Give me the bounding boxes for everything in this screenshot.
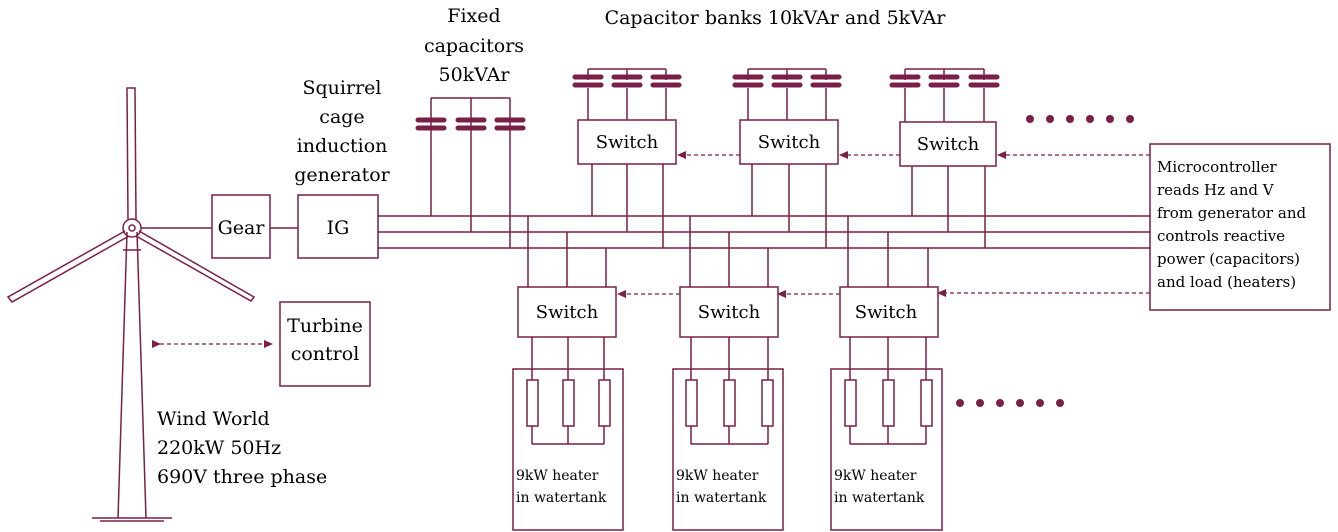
generator-description: Squirrel cage induction generator <box>294 77 390 186</box>
capacitor-switch-3 <box>899 121 997 167</box>
svg-text:Turbine: Turbine <box>287 315 363 337</box>
fixed-capacitors: Fixed capacitors 50kVAr <box>415 5 526 248</box>
capacitor-banks-title: Capacitor banks 10kVAr and 5kVAr <box>605 7 947 29</box>
capacitor-bank-2: Switch <box>732 68 842 248</box>
svg-text:9kW heater: 9kW heater <box>516 468 599 484</box>
svg-text:induction: induction <box>297 135 388 157</box>
svg-text:9kW heater: 9kW heater <box>834 468 917 484</box>
svg-text:control: control <box>291 343 360 365</box>
more-capacitor-banks-dots <box>1026 115 1134 123</box>
svg-text:Switch: Switch <box>698 302 761 323</box>
svg-text:Switch: Switch <box>758 132 821 153</box>
svg-text:in watertank: in watertank <box>676 490 767 506</box>
three-phase-bus <box>378 215 1150 249</box>
svg-text:power (capacitors): power (capacitors) <box>1157 250 1300 268</box>
microcontroller-box: Microcontroller reads Hz and V from gene… <box>1149 143 1331 311</box>
svg-text:Switch: Switch <box>917 134 980 155</box>
capacitor-bank-1: Switch <box>572 68 682 248</box>
svg-text:Wind World: Wind World <box>157 408 270 430</box>
gear-label: Gear <box>218 217 266 239</box>
svg-text:Microcontroller: Microcontroller <box>1157 158 1278 176</box>
turbine-control-box: Turbine control <box>279 301 371 387</box>
svg-text:9kW heater: 9kW heater <box>676 468 759 484</box>
gear-box: Gear <box>211 194 271 259</box>
ig-label: IG <box>327 217 350 239</box>
capacitor-switch-2 <box>739 119 839 165</box>
svg-text:and load (heaters): and load (heaters) <box>1157 273 1296 291</box>
svg-text:Switch: Switch <box>855 302 918 323</box>
wind-turbine <box>6 87 256 522</box>
svg-text:capacitors: capacitors <box>424 35 524 57</box>
svg-text:in watertank: in watertank <box>516 490 607 506</box>
heater-branch-1: Switch 9kW heater in watertank <box>512 216 624 531</box>
heater-switch-3 <box>839 286 939 338</box>
capacitor-bank-3: Switch <box>889 68 1000 248</box>
heater-switch-1 <box>517 286 617 338</box>
svg-text:cage: cage <box>319 106 364 128</box>
heater-control-signals <box>617 289 1150 298</box>
svg-text:50kVAr: 50kVAr <box>439 64 511 86</box>
heater-branch-3: Switch 9kW heater in watertank <box>830 216 943 531</box>
svg-text:Fixed: Fixed <box>447 5 500 27</box>
svg-text:220kW 50Hz: 220kW 50Hz <box>157 437 281 459</box>
svg-text:in watertank: in watertank <box>834 490 925 506</box>
heater-branch-2: Switch 9kW heater in watertank <box>672 216 784 531</box>
wind-world-label: Wind World 220kW 50Hz 690V three phase <box>157 408 327 488</box>
induction-generator-box: IG <box>297 194 379 259</box>
svg-text:generator: generator <box>294 164 390 186</box>
svg-text:Switch: Switch <box>596 132 659 153</box>
svg-text:690V three phase: 690V three phase <box>157 466 327 488</box>
more-heaters-dots <box>956 399 1064 407</box>
svg-text:from generator and: from generator and <box>1157 204 1306 222</box>
svg-text:controls reactive: controls reactive <box>1157 227 1285 245</box>
capacitor-switch-1 <box>577 119 677 165</box>
heater-switch-2 <box>679 286 779 338</box>
svg-text:reads Hz and V: reads Hz and V <box>1157 181 1275 199</box>
svg-text:Squirrel: Squirrel <box>303 77 382 99</box>
svg-text:Switch: Switch <box>536 302 599 323</box>
